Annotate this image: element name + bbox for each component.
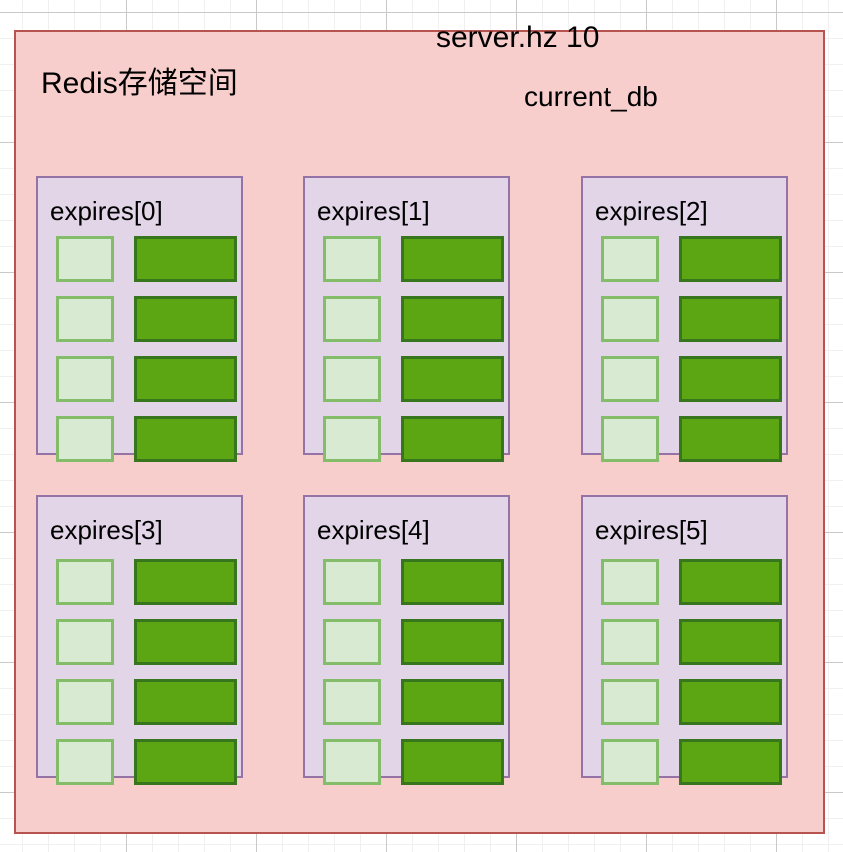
- expires-bucket-1: expires[1]: [303, 176, 510, 462]
- expires-bucket-label: expires[0]: [50, 196, 163, 226]
- expires-value-cell: [679, 296, 782, 342]
- expires-key-cell: [56, 619, 114, 665]
- expires-value-cell: [134, 619, 237, 665]
- expires-bucket-0: expires[0]: [36, 176, 243, 462]
- expires-entry-row: [38, 296, 241, 342]
- expires-value-cell: [401, 739, 504, 785]
- expires-value-cell: [401, 559, 504, 605]
- expires-value-cell: [134, 296, 237, 342]
- expires-key-cell: [323, 296, 381, 342]
- expires-entry-row: [583, 356, 786, 402]
- expires-key-cell: [601, 739, 659, 785]
- expires-key-cell: [601, 356, 659, 402]
- expires-key-cell: [56, 236, 114, 282]
- expires-value-cell: [679, 679, 782, 725]
- current-db-label: current_db: [524, 81, 658, 112]
- expires-key-cell: [56, 356, 114, 402]
- expires-key-cell: [323, 619, 381, 665]
- expires-key-cell: [323, 416, 381, 462]
- expires-bucket-5: expires[5]: [581, 495, 788, 785]
- server-hz-label: server.hz 10: [436, 21, 600, 54]
- expires-value-cell: [134, 416, 237, 462]
- expires-bucket-2: expires[2]: [581, 176, 788, 462]
- expires-entry-row: [583, 619, 786, 665]
- expires-key-cell: [56, 739, 114, 785]
- expires-entry-row: [305, 679, 508, 725]
- expires-value-cell: [134, 679, 237, 725]
- expires-value-cell: [679, 416, 782, 462]
- expires-entry-row: [305, 296, 508, 342]
- expires-value-cell: [679, 559, 782, 605]
- expires-value-cell: [401, 679, 504, 725]
- expires-entry-row: [305, 559, 508, 605]
- expires-key-cell: [56, 559, 114, 605]
- expires-entry-row: [305, 416, 508, 462]
- expires-value-cell: [401, 619, 504, 665]
- expires-value-cell: [401, 296, 504, 342]
- expires-entry-row: [38, 739, 241, 785]
- expires-entry-row: [583, 679, 786, 725]
- expires-value-cell: [134, 356, 237, 402]
- expires-entry-row: [38, 236, 241, 282]
- expires-value-cell: [401, 356, 504, 402]
- expires-entry-row: [305, 739, 508, 785]
- expires-key-cell: [601, 679, 659, 725]
- expires-key-cell: [323, 236, 381, 282]
- expires-value-cell: [401, 416, 504, 462]
- expires-bucket-label: expires[2]: [595, 196, 708, 226]
- expires-entry-row: [583, 416, 786, 462]
- expires-key-cell: [601, 236, 659, 282]
- expires-value-cell: [134, 559, 237, 605]
- expires-value-cell: [679, 236, 782, 282]
- expires-key-cell: [601, 559, 659, 605]
- expires-key-cell: [601, 296, 659, 342]
- expires-value-cell: [401, 236, 504, 282]
- expires-entry-row: [583, 296, 786, 342]
- expires-entry-row: [38, 416, 241, 462]
- expires-entry-row: [38, 679, 241, 725]
- expires-entry-row: [305, 356, 508, 402]
- expires-bucket-label: expires[3]: [50, 515, 163, 545]
- expires-entry-row: [583, 236, 786, 282]
- expires-key-cell: [323, 356, 381, 402]
- expires-value-cell: [679, 739, 782, 785]
- expires-key-cell: [601, 619, 659, 665]
- expires-key-cell: [323, 739, 381, 785]
- expires-value-cell: [134, 236, 237, 282]
- expires-entry-row: [305, 619, 508, 665]
- expires-entry-row: [38, 356, 241, 402]
- expires-key-cell: [323, 559, 381, 605]
- expires-value-cell: [679, 356, 782, 402]
- expires-bucket-4: expires[4]: [303, 495, 510, 785]
- expires-entry-row: [38, 559, 241, 605]
- expires-bucket-label: expires[4]: [317, 515, 430, 545]
- expires-bucket-3: expires[3]: [36, 495, 243, 785]
- expires-key-cell: [56, 679, 114, 725]
- expires-entry-row: [583, 739, 786, 785]
- expires-value-cell: [134, 739, 237, 785]
- expires-bucket-label: expires[5]: [595, 515, 708, 545]
- expires-bucket-label: expires[1]: [317, 196, 430, 226]
- expires-entry-row: [583, 559, 786, 605]
- expires-entry-row: [305, 236, 508, 282]
- redis-storage-space-label: Redis存储空间: [41, 67, 238, 100]
- expires-value-cell: [679, 619, 782, 665]
- expires-key-cell: [56, 416, 114, 462]
- expires-key-cell: [323, 679, 381, 725]
- expires-entry-row: [38, 619, 241, 665]
- expires-key-cell: [601, 416, 659, 462]
- expires-key-cell: [56, 296, 114, 342]
